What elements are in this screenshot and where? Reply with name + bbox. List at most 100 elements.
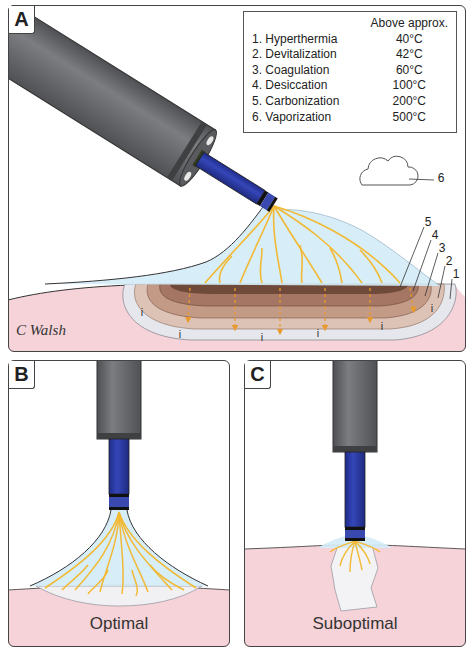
panel-caption: Suboptimal [245, 614, 465, 634]
current-paths [205, 206, 400, 283]
callout-number: 1 [453, 267, 460, 281]
temperature-value: 100°C [371, 78, 448, 94]
tissue-effect: 2. Devitalization [252, 47, 361, 63]
leader-line [425, 253, 438, 296]
desiccation-zone [160, 284, 419, 306]
hyperthermia-zone [123, 284, 456, 340]
current-branch [330, 248, 342, 283]
figure-panel: C Suboptimal [244, 360, 466, 647]
argon-plasma [45, 200, 440, 286]
current-arrow [188, 288, 190, 322]
figure-panel: B Optimal [8, 360, 230, 647]
probe-port [205, 135, 215, 146]
leader-line [409, 179, 434, 180]
panel-caption: Optimal [9, 614, 229, 634]
temperature-value: 500°C [371, 110, 448, 126]
leader-line [400, 227, 424, 287]
tissue-effect: 5. Carbonization [252, 94, 361, 110]
plasma-outline [45, 200, 268, 284]
current-path [340, 541, 355, 566]
current-branch [260, 248, 262, 283]
probe-band [333, 446, 377, 452]
deep-lesion [331, 545, 378, 611]
current-path [45, 512, 119, 588]
current-marker: i [141, 305, 143, 319]
tissue-surface [8, 285, 130, 300]
probe-body [97, 360, 141, 439]
temperature-value: 40°C [371, 32, 448, 48]
current-marker: i [431, 301, 433, 315]
catheter-ring [267, 197, 278, 212]
vapor-puff [360, 156, 418, 185]
callout-number: 2 [446, 254, 453, 268]
tissue [8, 285, 466, 352]
catheter-ring [109, 507, 129, 510]
current-arrow [369, 288, 370, 322]
tissue-effect: 1. Hyperthermia [252, 32, 361, 48]
catheter-tip [109, 497, 129, 507]
probe-body [8, 5, 215, 186]
probe-body [333, 360, 377, 452]
current-branch [62, 565, 88, 590]
probe-band [97, 433, 141, 439]
current-path [274, 206, 322, 283]
current-branch [300, 245, 302, 283]
current-marker: i [381, 319, 383, 333]
panel-a-art [8, 5, 466, 352]
panel-b-art [8, 360, 230, 647]
catheter-ring [109, 494, 129, 497]
tissue [244, 545, 466, 647]
current-branch [220, 256, 233, 283]
callout-number: 5 [425, 215, 432, 229]
current-branch [360, 250, 382, 283]
plasma-outline [127, 510, 208, 586]
temperature-table: Above approx. 1. Hyperthermia 40°C 2. Devit… [243, 11, 457, 133]
current-arrow [324, 288, 325, 330]
leader-lines [400, 179, 452, 299]
catheter-ring [345, 538, 365, 541]
current-flow [188, 288, 414, 334]
current-path [330, 541, 355, 552]
current-branch [132, 570, 137, 596]
current-path [355, 541, 370, 564]
table-header: Above approx. [371, 16, 448, 32]
current-path [205, 206, 274, 283]
callout-number: 4 [432, 228, 439, 242]
panel-c-art [244, 360, 466, 647]
current-branch [150, 565, 184, 590]
temperature-value: 200°C [371, 94, 448, 110]
current-marker: i [317, 326, 319, 340]
temperature-value: 60°C [371, 63, 448, 79]
panel-letter: B [9, 361, 35, 389]
current-branch [88, 570, 108, 594]
current-path [274, 206, 362, 283]
catheter-tip [345, 530, 365, 538]
current-path [100, 512, 119, 592]
tissue [8, 585, 230, 647]
devitalization-zone [134, 284, 444, 329]
temperature-value: 42°C [371, 47, 448, 63]
figure-panel: A Above approx. 1. Hyperthermia 40°C 2. Devi… [8, 5, 466, 352]
tissue-effect: 4. Desiccation [252, 78, 361, 94]
current-path [119, 512, 196, 588]
current-paths [330, 541, 380, 572]
probe-face [175, 126, 222, 189]
callout-number: 6 [438, 171, 445, 185]
current-marker: i [261, 330, 263, 344]
current-arrow [410, 288, 414, 312]
panel-letter: A [9, 6, 35, 34]
current-marker: i [179, 327, 181, 341]
leader-line [450, 279, 452, 299]
leader-line [438, 266, 445, 298]
panel-letter: C [245, 361, 271, 389]
probe-port [183, 171, 193, 182]
current-path [350, 541, 355, 572]
current-paths [45, 512, 196, 596]
leader-line [413, 240, 431, 291]
current-path [355, 541, 380, 552]
plasma-outline [30, 510, 111, 586]
shallow-lesion [36, 586, 202, 606]
catheter [345, 452, 365, 527]
catheter-ring [345, 527, 365, 530]
